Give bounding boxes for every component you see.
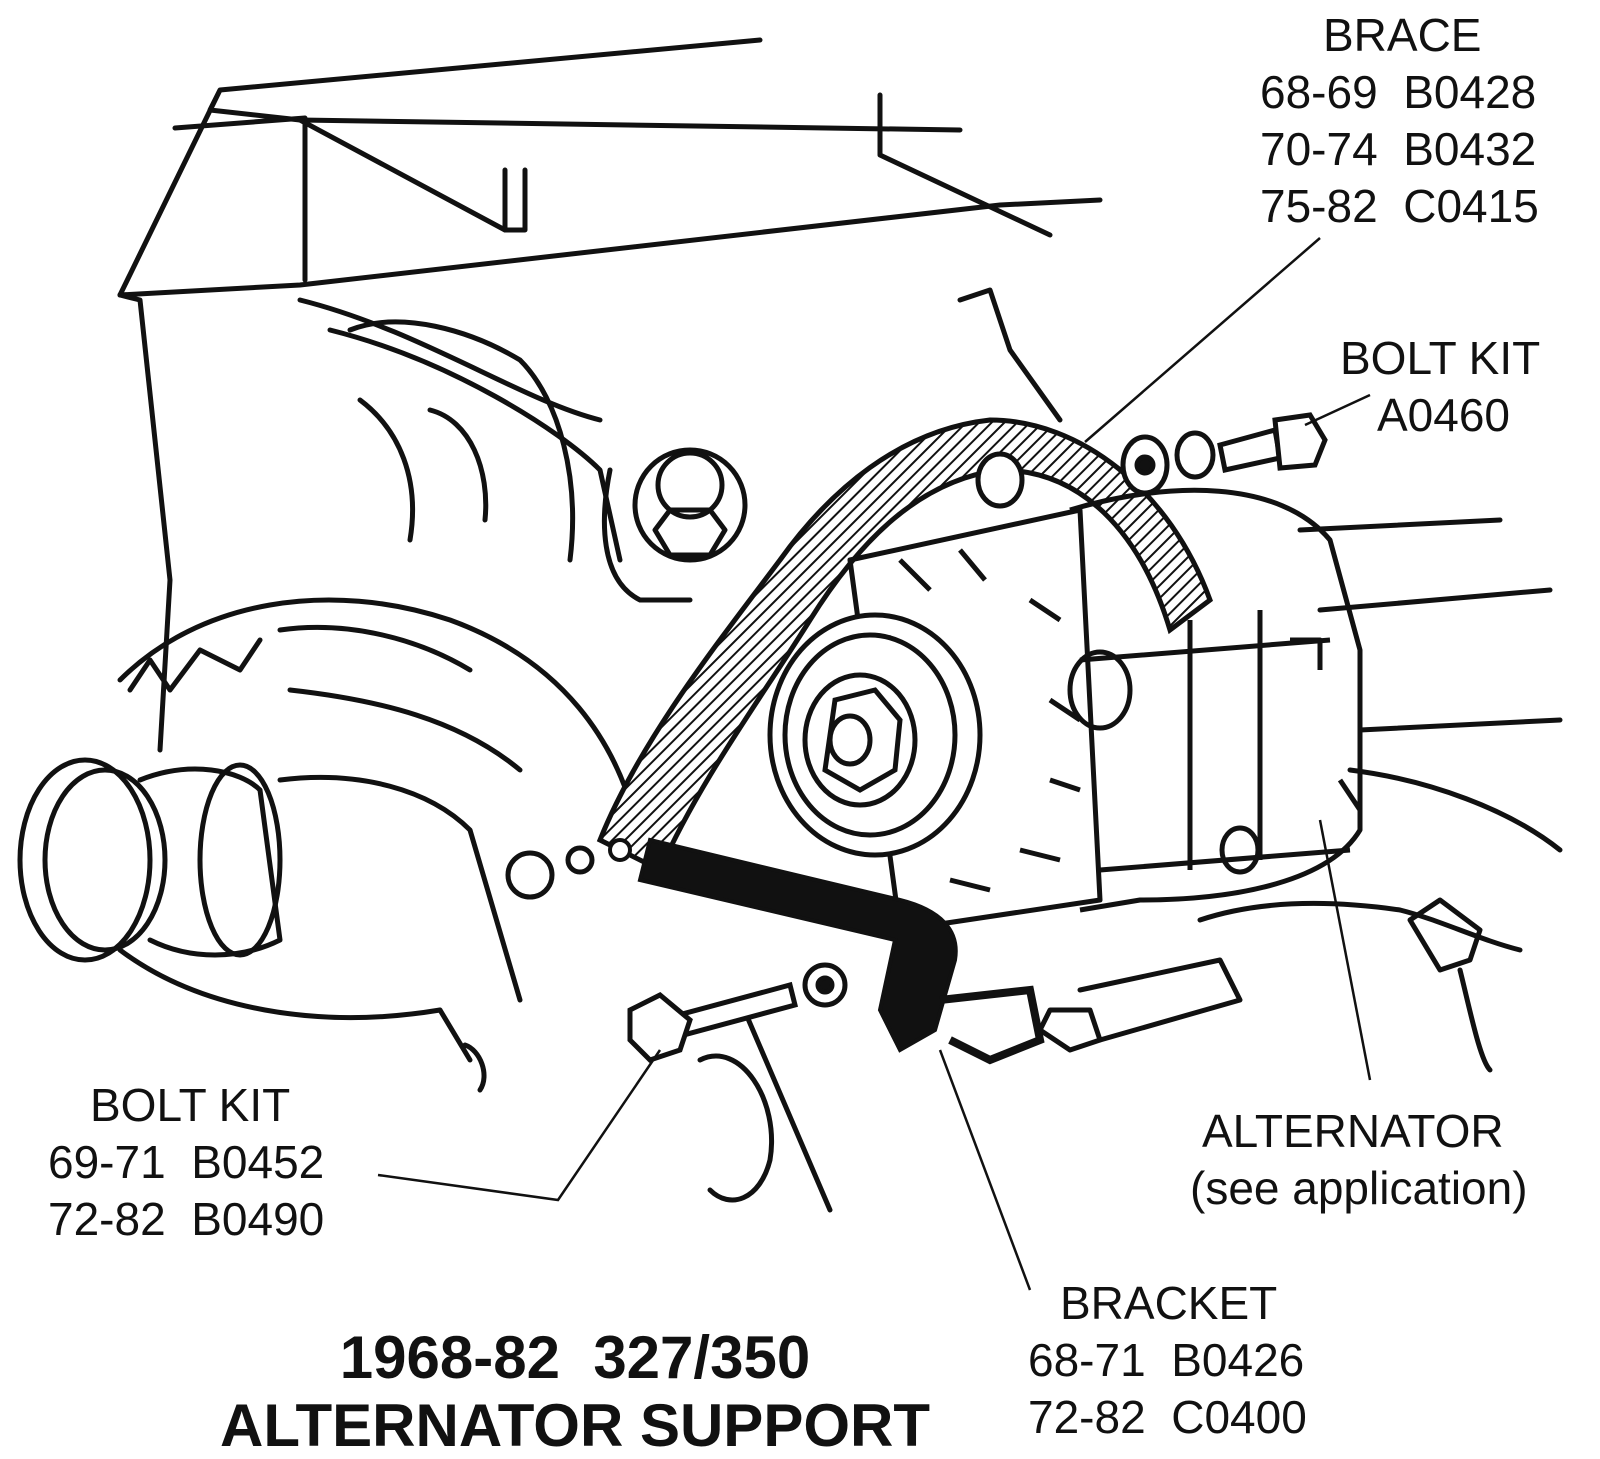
brace-row-part: B0428 (1403, 66, 1537, 118)
brace-row: 70-74 B0432 (1260, 126, 1539, 172)
brace (596, 417, 1213, 874)
timing-cover (117, 597, 643, 843)
brace-row-years: 70-74 (1260, 123, 1378, 175)
alternator-callout: ALTERNATOR (see application) (1190, 1108, 1528, 1211)
bracket-row-part: B0426 (1171, 1334, 1305, 1386)
bolt-kit-left-row-part: B0452 (191, 1136, 325, 1188)
brace-title: BRACE (1323, 9, 1482, 61)
bolt-kit-left-row-part: B0490 (191, 1193, 325, 1245)
brace-row-part: B0432 (1403, 123, 1537, 175)
brace-row: 75-82 C0415 (1260, 183, 1539, 229)
bolt-kit-left-title: BOLT KIT (90, 1079, 291, 1131)
alternator-title: ALTERNATOR (1202, 1105, 1504, 1157)
bracket-row: 68-71 B0426 (1028, 1337, 1307, 1383)
brace-row-years: 68-69 (1260, 66, 1378, 118)
nut-left (505, 850, 555, 900)
bracket-row-years: 72-82 (1028, 1391, 1146, 1443)
bracket-row-years: 68-71 (1028, 1334, 1146, 1386)
engine-block-side (117, 197, 1103, 298)
alternator-note: (see application) (1190, 1162, 1528, 1214)
leader-brace (1084, 237, 1321, 443)
brace-callout: BRACE 68-69 B0428 70-74 B0432 75-82 C041… (1260, 12, 1539, 229)
bolt-kit-left-callout: BOLT KIT 69-71 B0452 72-82 B0490 (48, 1082, 324, 1242)
caption-line-1: 1968-82 327/350 (339, 1324, 811, 1391)
center-nut (632, 447, 748, 563)
bolt-kit-left-row-years: 69-71 (48, 1136, 166, 1188)
bolt-kit-top-part: A0460 (1377, 389, 1511, 441)
alternator-body (1069, 487, 1363, 913)
leader-bolt-kit-left (377, 1049, 662, 1202)
bolt-top (1217, 426, 1283, 473)
brace-row: 68-69 B0428 (1260, 69, 1539, 115)
bracket-callout: BRACKET 68-71 B0426 72-82 C0400 (1028, 1280, 1307, 1440)
bracket-row-part: C0400 (1171, 1391, 1307, 1443)
caption-line-2: ALTERNATOR SUPPORT (219, 1392, 930, 1459)
bolt-kit-left-row-years: 72-82 (48, 1193, 166, 1245)
leader-bolt-kit-top (1304, 393, 1371, 427)
bracket-row: 72-82 C0400 (1028, 1394, 1307, 1440)
leader-alternator (1318, 819, 1372, 1081)
diagram-caption: 1968-82 327/350 ALTERNATOR SUPPORT (195, 1328, 955, 1456)
bracket (637, 837, 958, 1053)
lock-washer-top (1174, 430, 1216, 480)
engine-block-top (117, 37, 963, 298)
brace-row-years: 75-82 (1260, 180, 1378, 232)
leader-bracket (938, 1049, 1032, 1291)
bolt-kit-top-callout: BOLT KIT A0460 (1340, 335, 1540, 438)
brace-row-part: C0415 (1403, 180, 1539, 232)
balancer-hub (17, 757, 153, 963)
bolt-kit-top-title: BOLT KIT (1340, 332, 1541, 384)
bolt-kit-left-row: 72-82 B0490 (48, 1196, 324, 1242)
bolt-kit-left-row: 69-71 B0452 (48, 1139, 324, 1185)
bracket-title: BRACKET (1060, 1277, 1278, 1329)
